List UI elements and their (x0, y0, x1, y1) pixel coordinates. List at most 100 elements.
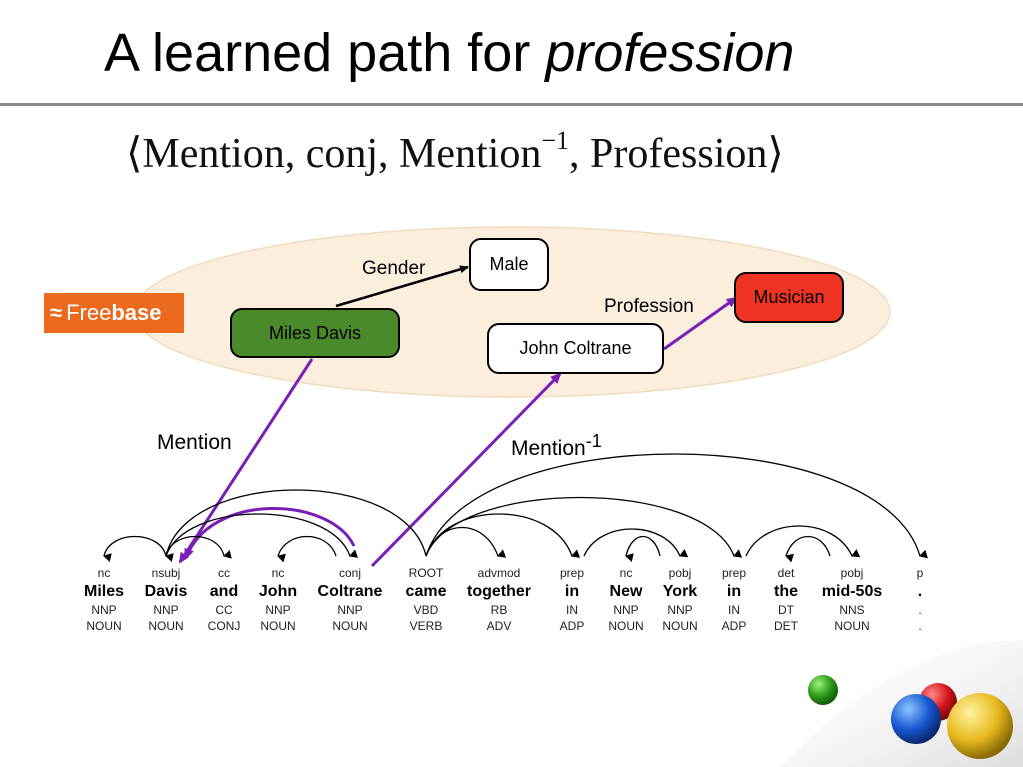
node-label: John Coltrane (519, 338, 632, 358)
token-upos: NOUN (608, 619, 644, 633)
token-upos: NOUN (834, 619, 870, 633)
token-word: York (662, 583, 698, 600)
title-italic: profession (545, 23, 795, 83)
token-pos: VBD (413, 603, 439, 617)
path-formula: ⟨Mention, conj, Mention−1, Profession⟩ (126, 126, 784, 177)
token-pos: NNP (667, 603, 693, 617)
mention-inverse-sup: -1 (585, 431, 602, 451)
mention-inverse-text: Mention (511, 437, 586, 460)
token-upos: NOUN (86, 619, 122, 633)
profession-label: Profession (604, 296, 694, 317)
token-upos: . (918, 619, 922, 633)
token-upos: ADP (721, 619, 747, 633)
token-word: and (209, 583, 239, 600)
mention-inverse-label: Mention-1 (511, 431, 602, 461)
token-dep: conj (338, 566, 362, 580)
profession-edge-arrow (663, 296, 738, 351)
token-word: Coltrane (317, 583, 383, 600)
token-pos: NNS (839, 603, 865, 617)
token-dep: pobj (840, 566, 864, 580)
token-word: John (258, 583, 298, 600)
node-john-coltrane: John Coltrane (487, 323, 664, 374)
arc-conj-coltrane (165, 513, 359, 558)
yellow-sphere (947, 693, 1013, 759)
node-musician: Musician (734, 272, 844, 323)
formula-right: , Profession⟩ (569, 131, 784, 177)
token-dep: p (916, 566, 924, 580)
token-pos: DT (778, 603, 794, 617)
token-upos: NOUN (148, 619, 184, 633)
mention-arrow (178, 358, 314, 564)
green-sphere (808, 675, 838, 705)
token-upos: NOUN (332, 619, 368, 633)
token-dep: pobj (668, 566, 692, 580)
dependency-arcs (103, 453, 928, 563)
token-dep: advmod (477, 566, 521, 580)
token-upos: CONJ (207, 619, 241, 633)
token-pos: NNP (153, 603, 179, 617)
arc-prep-in-2 (425, 496, 743, 558)
arc-pobj-mid50s (745, 525, 861, 558)
token-word: . (917, 583, 923, 600)
gender-edge-arrow (335, 265, 469, 308)
token-dep: prep (559, 566, 585, 580)
token-dep: prep (721, 566, 747, 580)
arc-advmod-together (425, 526, 507, 558)
token-dep: det (777, 566, 795, 580)
arc-nc-john (277, 535, 337, 563)
arc-nc-miles (103, 536, 167, 562)
token-pos: IN (566, 603, 578, 617)
node-male: Male (469, 238, 549, 291)
token-pos: RB (490, 603, 508, 617)
mention-inverse-arrow (370, 372, 562, 568)
arc-nsubj-davis (165, 489, 427, 562)
slide-title: A learned path for profession (104, 26, 794, 80)
token-pos: NNP (265, 603, 291, 617)
token-pos: CC (215, 603, 233, 617)
token-upos: VERB (409, 619, 443, 633)
node-label: Male (489, 254, 529, 274)
token-pos: IN (728, 603, 740, 617)
token-upos: ADV (486, 619, 512, 633)
blue-sphere (891, 694, 941, 744)
token-pos: NNP (613, 603, 639, 617)
token-word: mid-50s (821, 583, 883, 600)
title-divider (0, 103, 1023, 106)
mention-label: Mention (157, 431, 232, 454)
token-dep: nsubj (151, 566, 181, 580)
token-pos: NNP (337, 603, 363, 617)
token-word: together (467, 583, 531, 600)
node-label: Musician (753, 287, 825, 307)
formula-left: ⟨Mention, conj, Mention (126, 131, 542, 177)
token-word: Davis (144, 583, 188, 600)
token-upos: ADP (559, 619, 585, 633)
arc-p-period (425, 453, 928, 559)
node-label: Miles Davis (268, 322, 361, 343)
token-pos: . (918, 603, 922, 617)
arc-nc-new (625, 536, 661, 562)
token-word: the (774, 583, 798, 600)
arc-pobj-york (583, 528, 689, 558)
token-word: in (564, 583, 580, 600)
token-dep: cc (218, 566, 230, 580)
gender-label: Gender (362, 258, 426, 279)
token-upos: NOUN (260, 619, 296, 633)
node-miles-davis: Miles Davis (230, 308, 400, 358)
formula-sup: −1 (541, 126, 570, 155)
freebase-free: Free (66, 300, 112, 325)
title-text: A learned path for (104, 23, 546, 83)
token-upos: NOUN (662, 619, 698, 633)
token-dep: nc (619, 566, 633, 580)
token-word: New (609, 583, 643, 600)
freebase-base: base (111, 300, 162, 325)
token-dep: nc (271, 566, 285, 580)
freebase-mark-icon: ≈ (50, 300, 63, 325)
token-word: Miles (83, 583, 125, 600)
token-dep: nc (97, 566, 111, 580)
token-pos: NNP (91, 603, 117, 617)
token-word: came (405, 583, 447, 600)
arc-det-the (785, 535, 831, 563)
